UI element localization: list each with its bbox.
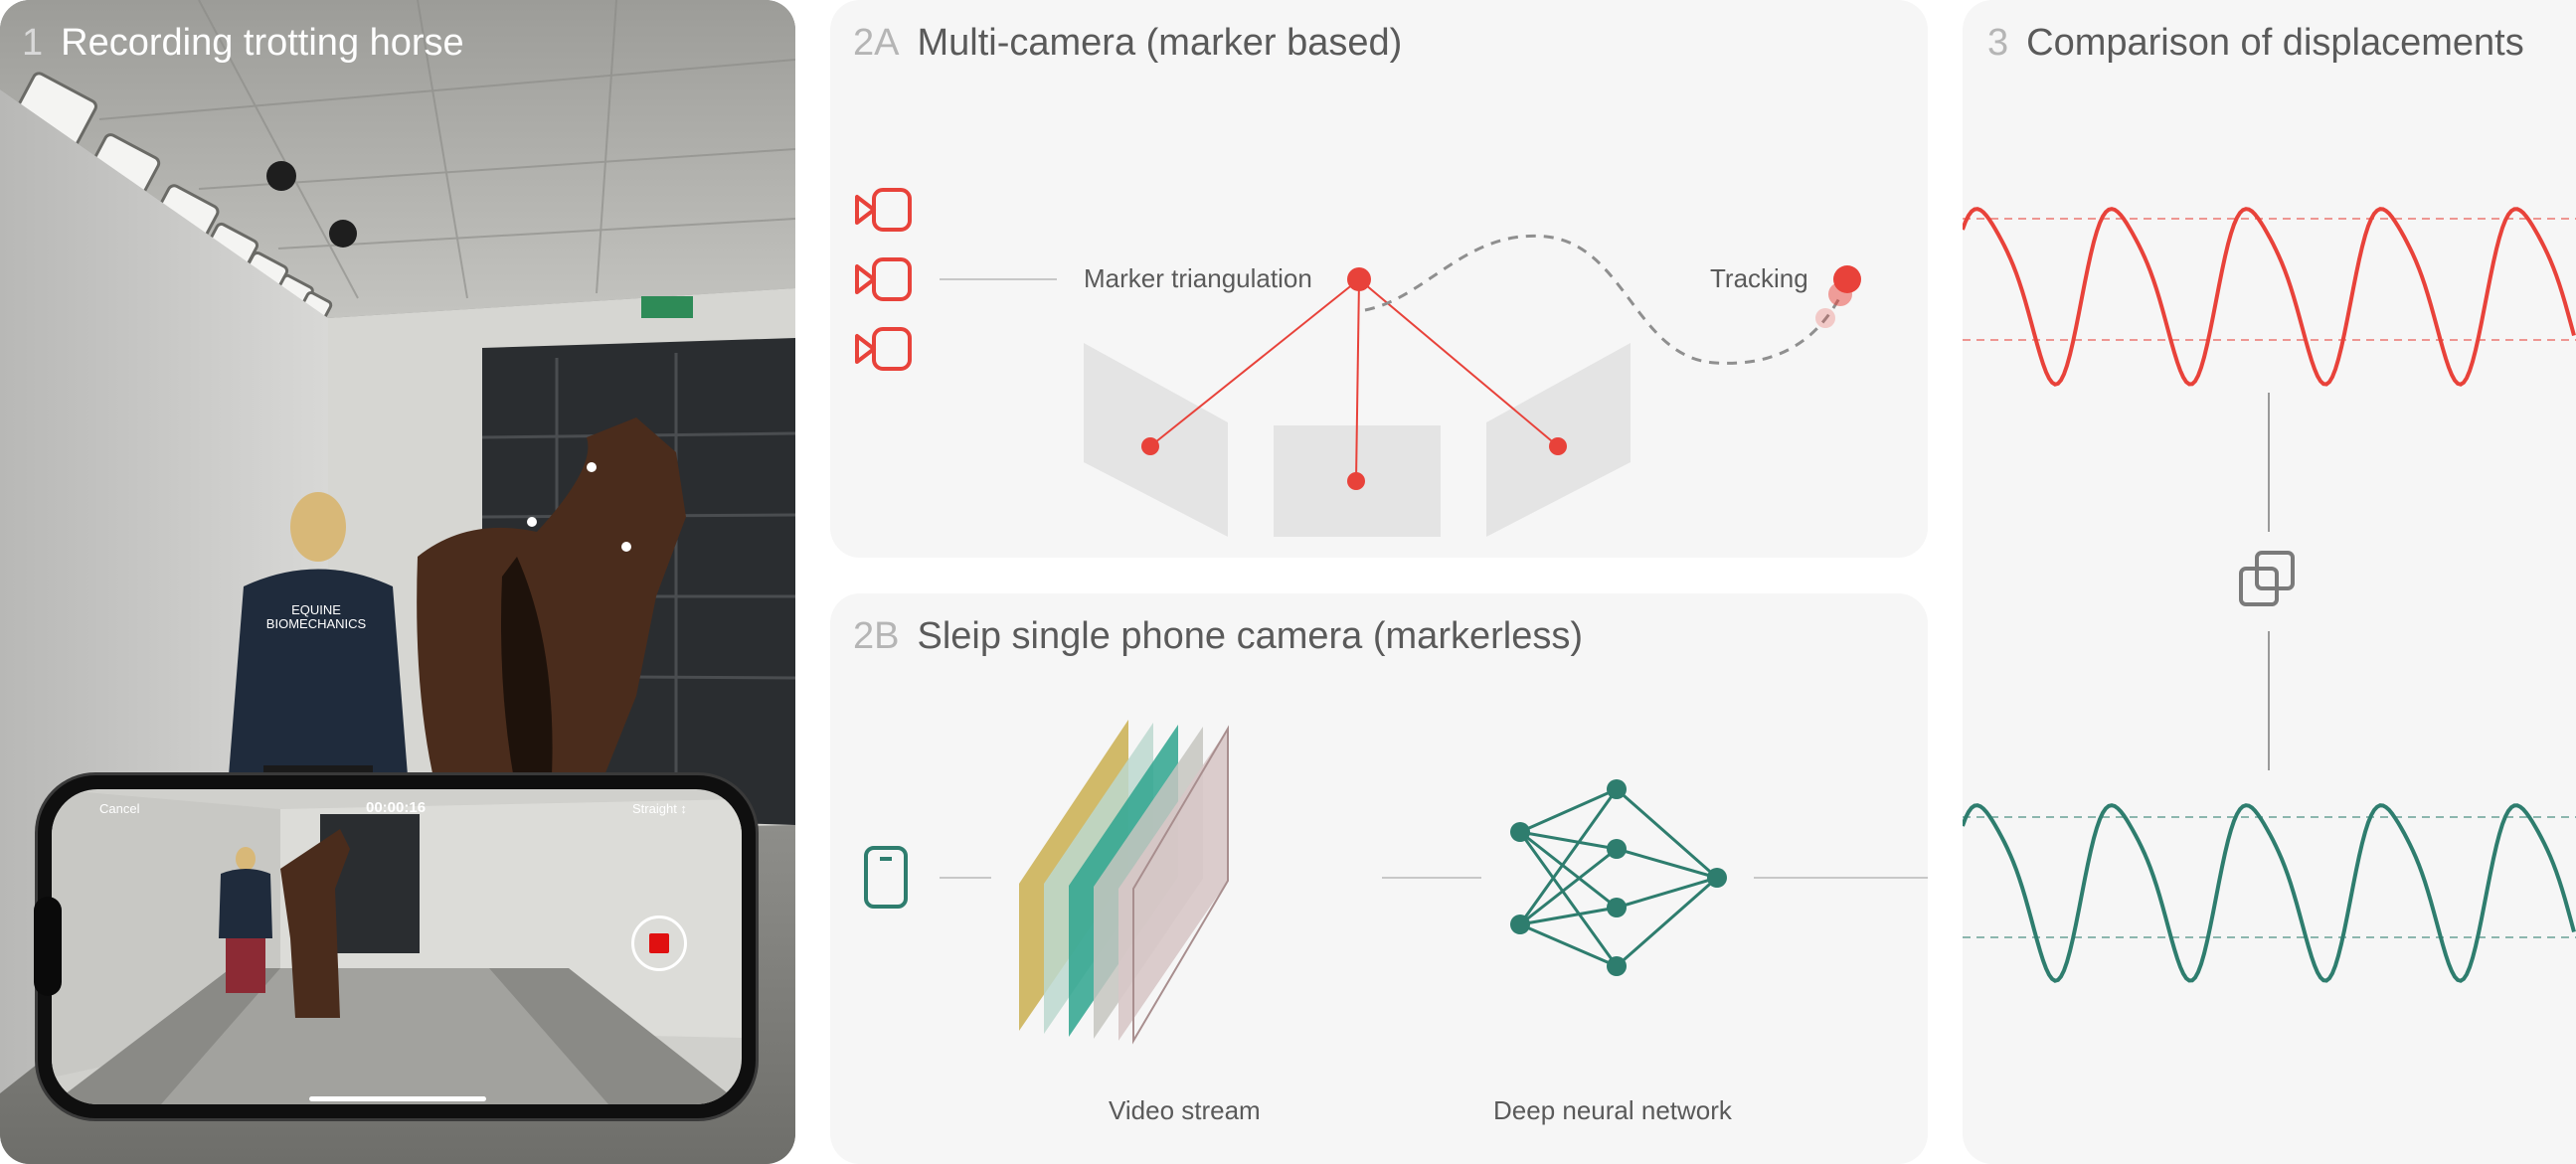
phone-camera-preview <box>52 789 742 1104</box>
panel2a-title-text: Multi-camera (marker based) <box>917 22 1403 64</box>
panel1-title-text: Recording trotting horse <box>61 22 464 64</box>
projected-marker-left <box>1141 437 1159 455</box>
panel1-number: 1 <box>22 22 44 64</box>
phone-mode-toggle[interactable]: Straight ↕ <box>632 801 687 816</box>
displacement-comparison <box>1963 207 2576 983</box>
markerless-diagram <box>864 720 1928 1045</box>
panel3-title-text: Comparison of displacements <box>2026 22 2524 64</box>
panel1-title: 1 Recording trotting horse <box>22 22 464 65</box>
recording-photo-panel: EQUINE BIOMECHANICS 1 Recording trotting … <box>0 0 795 1164</box>
jacket-text: EQUINE <box>291 602 341 617</box>
panel2a-number: 2A <box>853 22 900 64</box>
video-camera-icon <box>855 257 912 301</box>
tracked-marker <box>1833 265 1861 293</box>
phone-cancel-button[interactable]: Cancel <box>99 801 140 816</box>
phone-side-button <box>34 897 62 996</box>
phone-screen <box>52 789 742 1104</box>
single-phone-panel: 2B Sleip single phone camera (markerless) <box>830 593 1928 1164</box>
video-stream-frames <box>1019 720 1229 1045</box>
panel2b-number: 2B <box>853 615 900 657</box>
marker-based-displacement-curve <box>1963 207 2576 387</box>
home-indicator <box>309 1096 486 1101</box>
panel2a-title: 2A Multi-camera (marker based) <box>853 22 1402 65</box>
tracking-path <box>1364 234 1841 365</box>
panel2b-title: 2B Sleip single phone camera (markerless) <box>853 615 1583 658</box>
video-camera-icon <box>855 188 912 232</box>
marker-diagram <box>855 188 1861 537</box>
panel3-number: 3 <box>1987 22 2009 64</box>
comparison-panel: 3 Comparison of displacements <box>1963 0 2576 1164</box>
triangulated-marker <box>1347 267 1371 291</box>
panel3-title: 3 Comparison of displacements <box>1987 22 2524 65</box>
video-stream-label: Video stream <box>1109 1095 1261 1125</box>
tracking-label: Tracking <box>1710 263 1808 293</box>
panel2b-title-text: Sleip single phone camera (markerless) <box>917 615 1583 657</box>
markerless-displacement-curve <box>1963 803 2576 983</box>
neural-network-icon <box>1518 787 1718 968</box>
phone-icon <box>864 846 908 909</box>
projected-marker-center <box>1347 472 1365 490</box>
record-stop-icon[interactable] <box>631 915 687 971</box>
svg-text:BIOMECHANICS: BIOMECHANICS <box>266 616 367 631</box>
overlap-squares-icon <box>2239 551 2295 606</box>
video-camera-icon <box>855 327 912 371</box>
projected-marker-right <box>1549 437 1567 455</box>
marker-triangulation-label: Marker triangulation <box>1084 263 1312 293</box>
phone-timer: 00:00:16 <box>366 799 427 816</box>
phone-mockup: Cancel 00:00:16 Straight ↕ <box>34 775 756 1118</box>
multi-camera-panel: 2A Multi-camera (marker based) <box>830 0 1928 558</box>
deep-neural-network-label: Deep neural network <box>1493 1095 1732 1125</box>
